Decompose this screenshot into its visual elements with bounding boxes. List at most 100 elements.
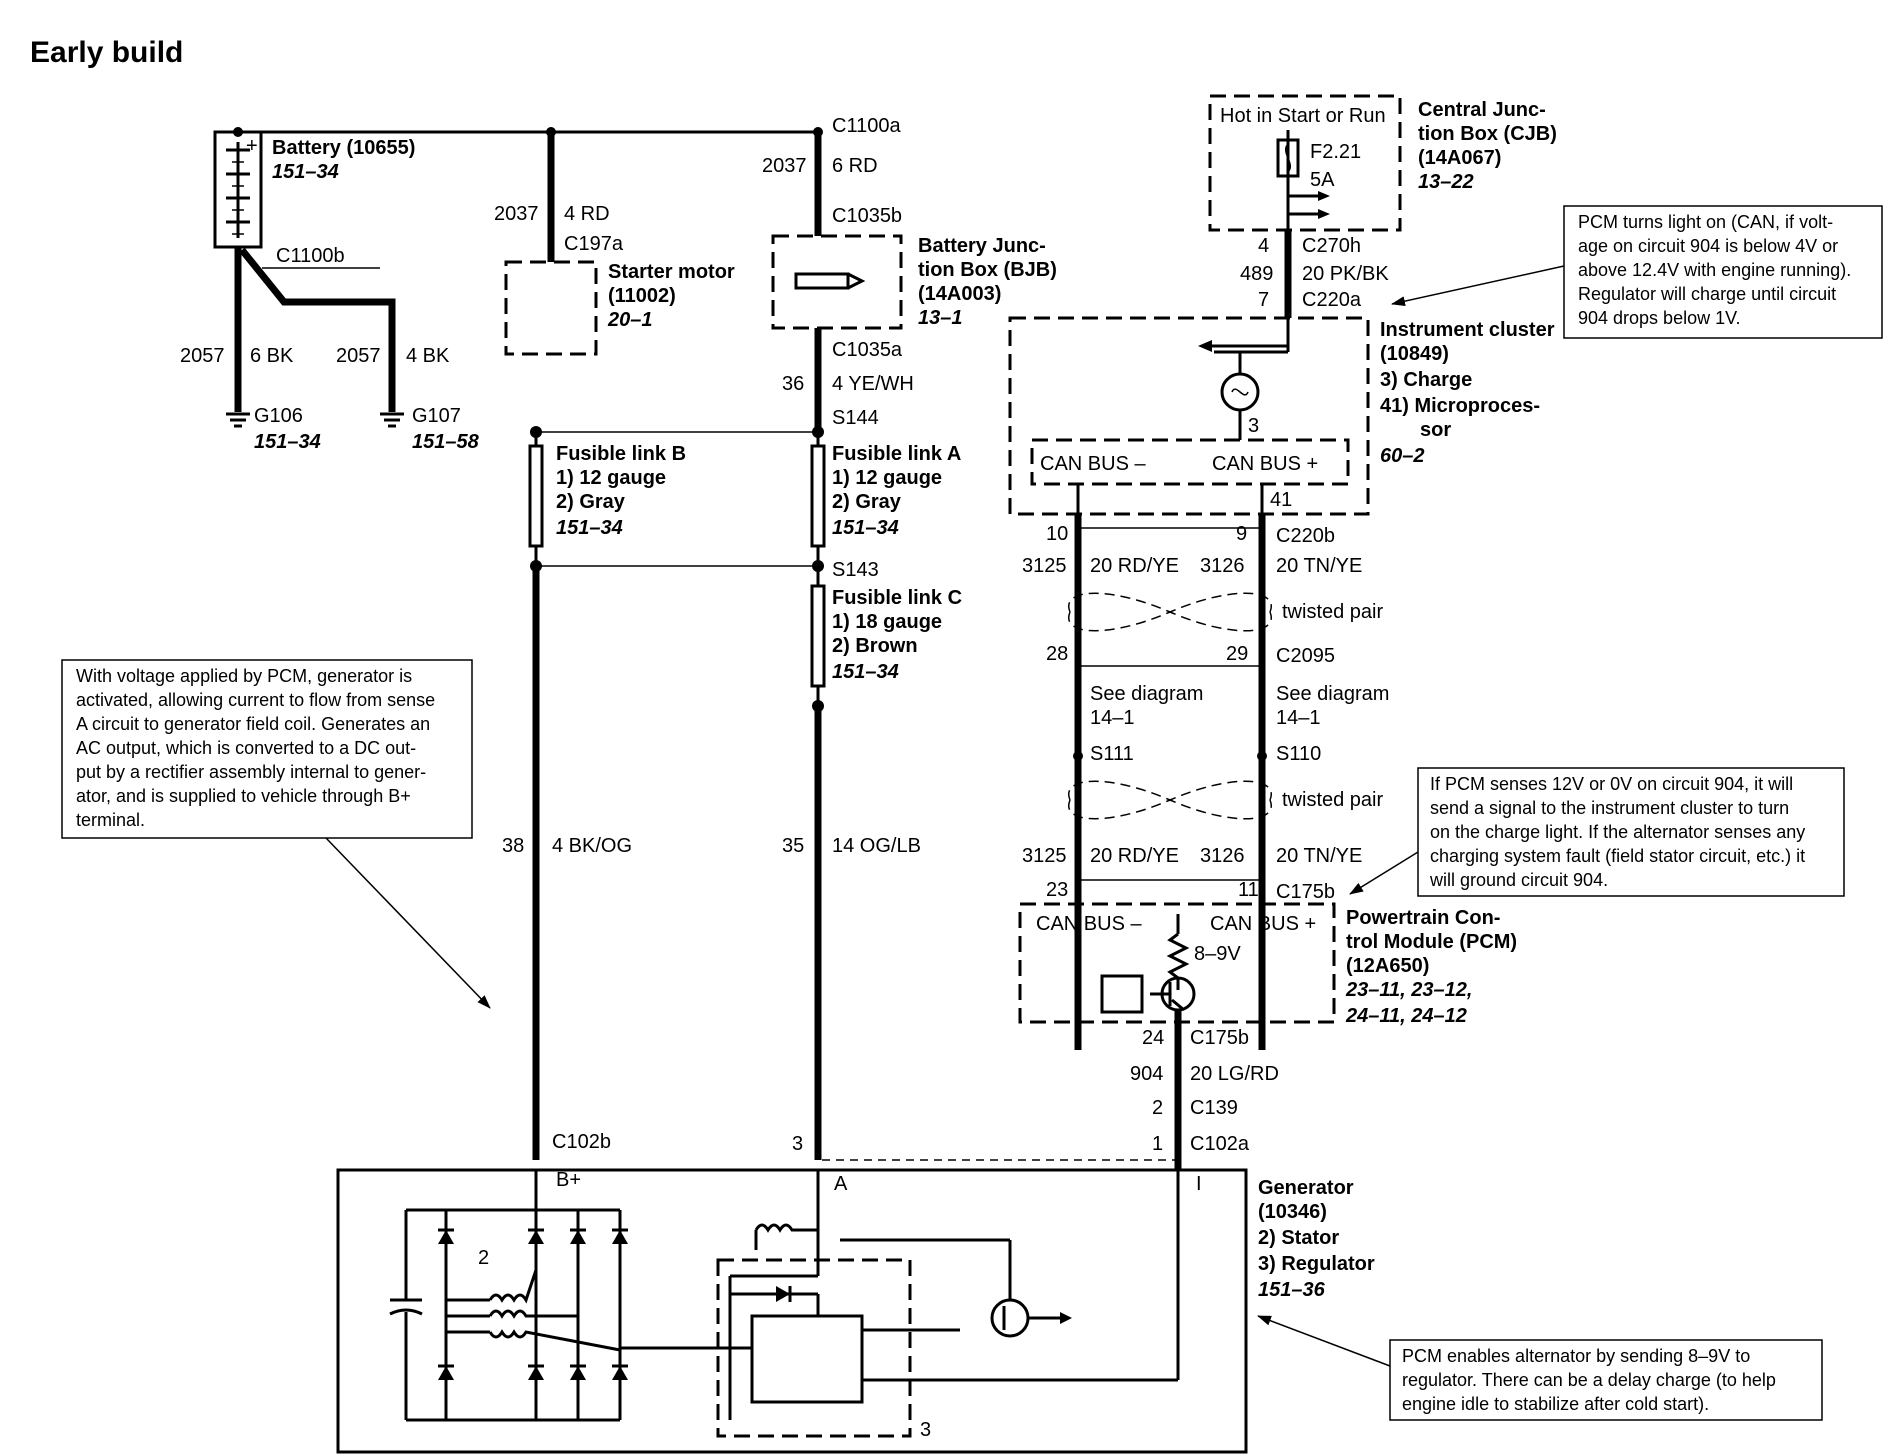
bjb-name: Battery Junc- [918, 235, 1046, 257]
generator-regulator: 3) Regulator [1258, 1253, 1375, 1275]
splice-s144: S144 [832, 407, 879, 429]
starter-wire: 4 RD [564, 203, 610, 225]
i-connector-c175b: C175b [1190, 1027, 1249, 1049]
can-wire-a-2: 20 RD/YE [1090, 845, 1179, 867]
pcm-can-minus: CAN BUS – [1036, 913, 1142, 935]
central-junction-box: Hot in Start or Run F2.21 5A Central Jun… [1208, 94, 1557, 280]
ground-g106-circuit: 2057 [180, 345, 225, 367]
note-generator-line-4: AC output, which is converted to a DC ou… [76, 738, 416, 758]
feed-connector-1: C270h [1302, 235, 1361, 257]
can-connector-c220b: C220b [1276, 525, 1335, 547]
fusible-b-color: 2) Gray [556, 491, 626, 513]
feed-connector-2: C220a [1302, 289, 1362, 311]
fusible-c-gauge: 1) 18 gauge [832, 611, 942, 633]
cluster-pin-41: 41 [1270, 489, 1292, 511]
cjb-name: Central Junc- [1418, 99, 1546, 121]
cluster-lamp-pin: 3 [1248, 415, 1259, 437]
note-pcm-senses-line-5: will ground circuit 904. [1429, 870, 1608, 890]
note-pcm-senses-line-3: on the charge light. If the alternator s… [1430, 822, 1805, 842]
bplus-circuit: 38 4 BK/OG C102b B+ [502, 566, 632, 1191]
a-pin-number: 3 [792, 1133, 803, 1155]
pcm-voltage: 8–9V [1194, 943, 1241, 965]
generator-stator: 2) Stator [1258, 1227, 1339, 1249]
bjb-ref: 13–1 [918, 307, 963, 329]
starter-ref: 20–1 [607, 309, 653, 331]
note-pcm-enables-line-1: PCM enables alternator by sending 8–9V t… [1402, 1346, 1750, 1366]
feed-pin-top: 4 [1258, 235, 1269, 257]
can-connector-c175b: C175b [1276, 881, 1335, 903]
cluster-number: (10849) [1380, 343, 1449, 365]
stator-label: 2 [478, 1247, 489, 1269]
a-pin: A [834, 1173, 848, 1195]
note-pcm-senses-line-2: send a signal to the instrument cluster … [1430, 798, 1789, 818]
i-circuit-number: 904 [1130, 1063, 1163, 1085]
note-pcm-light-line-5: 904 drops below 1V. [1578, 308, 1740, 328]
fusible-a-name: Fusible link A [832, 443, 961, 465]
fusible-b-ref: 151–34 [556, 517, 623, 539]
starter-number: (11002) [608, 285, 676, 307]
see-diagram-right-ref: 14–1 [1276, 707, 1321, 729]
cluster-can-minus: CAN BUS – [1040, 453, 1146, 475]
note-pcm-enables-line-3: engine idle to stabilize after cold star… [1402, 1394, 1709, 1414]
cluster-micro: 41) Microproces- [1380, 395, 1540, 417]
can-circuit-b-2: 3126 [1200, 845, 1245, 867]
note-generator-line-5: put by a rectifier assembly internal to … [76, 762, 426, 782]
bplus-connector: C102b [552, 1131, 611, 1153]
note-pcm-light-line-4: Regulator will charge until circuit [1578, 284, 1836, 304]
ground-g107-circuit: 2057 [336, 345, 381, 367]
see-diagram-left: See diagram [1090, 683, 1203, 705]
can-pin-11: 11 [1238, 879, 1259, 901]
cjb-hot-label: Hot in Start or Run [1220, 105, 1386, 127]
bplus-circuit-number: 38 [502, 835, 524, 857]
note-pcm-light: PCM turns light on (CAN, if volt- age on… [1391, 205, 1883, 339]
note-generator-line-2: activated, allowing current to flow from… [76, 690, 435, 710]
fusible-b-name: Fusible link B [556, 443, 686, 465]
bjb-out-connector: C1035a [832, 339, 903, 361]
splices: S144 S143 [530, 407, 879, 581]
twisted-pair-2: twisted pair [1282, 789, 1383, 811]
battery-name: Battery (10655) [272, 137, 415, 159]
fusible-link-c: Fusible link C 1) 18 gauge 2) Brown 151–… [810, 566, 962, 712]
ground-g107: 2057 4 BK G107 151–58 [336, 345, 480, 453]
pcm-can-plus: CAN BUS + [1210, 913, 1316, 935]
cluster-can-plus: CAN BUS + [1212, 453, 1318, 475]
can-pin-29: 29 [1226, 643, 1248, 665]
bjb-out-wire: 4 YE/WH [832, 373, 914, 395]
note-pcm-senses: If PCM senses 12V or 0V on circuit 904, … [1349, 767, 1845, 897]
i-wire: 20 LG/RD [1190, 1063, 1279, 1085]
pcm-ref-2: 24–11, 24–12 [1345, 1005, 1467, 1027]
battery-connector: C1100b [276, 245, 345, 267]
svg-text:+: + [246, 135, 258, 157]
ground-g106-wire: 6 BK [250, 345, 294, 367]
i-pin-2: 2 [1152, 1097, 1163, 1119]
note-generator-line-1: With voltage applied by PCM, generator i… [76, 666, 412, 686]
bjb-circuit: 2037 [762, 155, 807, 177]
can-pin-28: 28 [1046, 643, 1068, 665]
can-pin-23: 23 [1046, 879, 1068, 901]
note-pcm-light-line-2: age on circuit 904 is below 4V or [1578, 236, 1838, 256]
note-pcm-senses-line-1: If PCM senses 12V or 0V on circuit 904, … [1430, 774, 1793, 794]
a-circuit: 35 14 OG/LB 3 A [782, 706, 921, 1195]
can-pin-9: 9 [1236, 523, 1247, 545]
i-connector-c139: C139 [1190, 1097, 1238, 1119]
bjb-out-circuit: 36 [782, 373, 804, 395]
see-diagram-left-ref: 14–1 [1090, 707, 1135, 729]
bplus-wire: 4 BK/OG [552, 835, 632, 857]
can-pin-10: 10 [1046, 523, 1068, 545]
cluster-feed: 4 C270h 489 20 PK/BK 7 C220a [1240, 230, 1389, 318]
starter-connector: C197a [564, 233, 624, 255]
regulator: 3 [620, 1170, 1180, 1441]
battery-junction-box: C1100a 2037 6 RD C1035b Battery Junc- ti… [762, 115, 1057, 432]
fusible-c-name: Fusible link C [832, 587, 962, 609]
note-pcm-light-line-3: above 12.4V with engine running). [1578, 260, 1851, 280]
cluster-micro-2: sor [1420, 419, 1451, 441]
can-bus-wires: 10 9 C220b 3125 20 RD/YE 3126 20 TN/YE t… [1022, 514, 1389, 1050]
ground-g106: 2057 6 BK G106 151–34 [180, 345, 321, 453]
can-connector-c2095: C2095 [1276, 645, 1335, 667]
splice-s110: S110 [1276, 743, 1321, 765]
can-circuit-a-1: 3125 [1022, 555, 1067, 577]
i-pin-24: 24 [1142, 1027, 1164, 1049]
fusible-a-ref: 151–34 [832, 517, 899, 539]
cluster-charge: 3) Charge [1380, 369, 1472, 391]
